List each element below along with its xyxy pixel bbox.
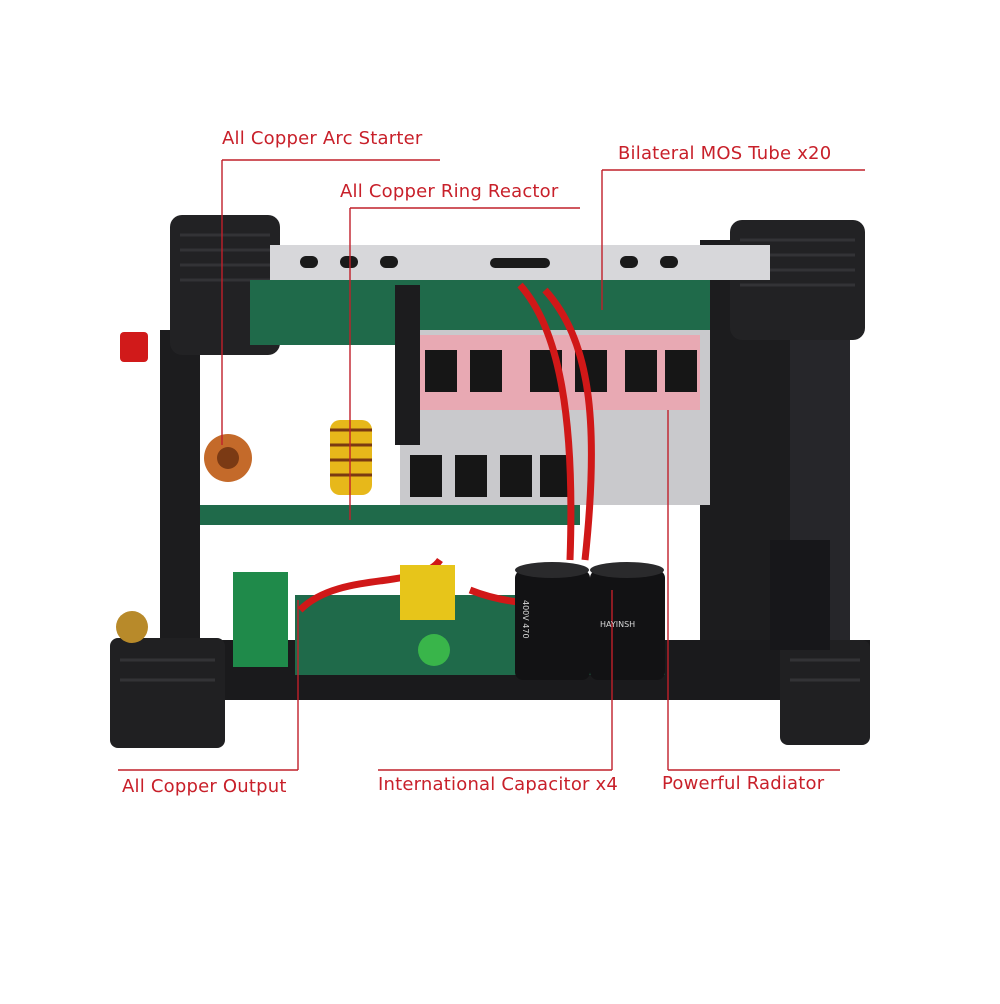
capacitor-brand-label: HAYINSH (600, 620, 636, 629)
callout-arc-starter: All Copper Arc Starter (222, 128, 423, 149)
output-board (233, 572, 288, 667)
cooling-fan-icon (770, 540, 830, 650)
capacitor-rating-label: 400V 470 (521, 600, 530, 639)
callout-mos-tube: Bilateral MOS Tube x20 (618, 143, 832, 164)
rocker-switch-icon (120, 332, 148, 362)
yellow-transformer (400, 565, 455, 620)
ring-reactor (330, 420, 372, 495)
output-terminal (116, 611, 148, 643)
arc-starter-coil (204, 434, 252, 482)
top-bracket (270, 245, 770, 280)
green-led (418, 634, 450, 666)
callout-ring-reactor: All Copper Ring Reactor (340, 181, 559, 202)
middle-circuit-board (200, 505, 580, 525)
capacitor-bank (515, 562, 665, 680)
ground-bar (395, 285, 420, 445)
leader-lines (118, 159, 865, 771)
callout-copper-output: All Copper Output (122, 776, 287, 797)
callout-radiator: Powerful Radiator (662, 773, 825, 794)
callout-capacitor: International Capacitor x4 (378, 774, 619, 795)
